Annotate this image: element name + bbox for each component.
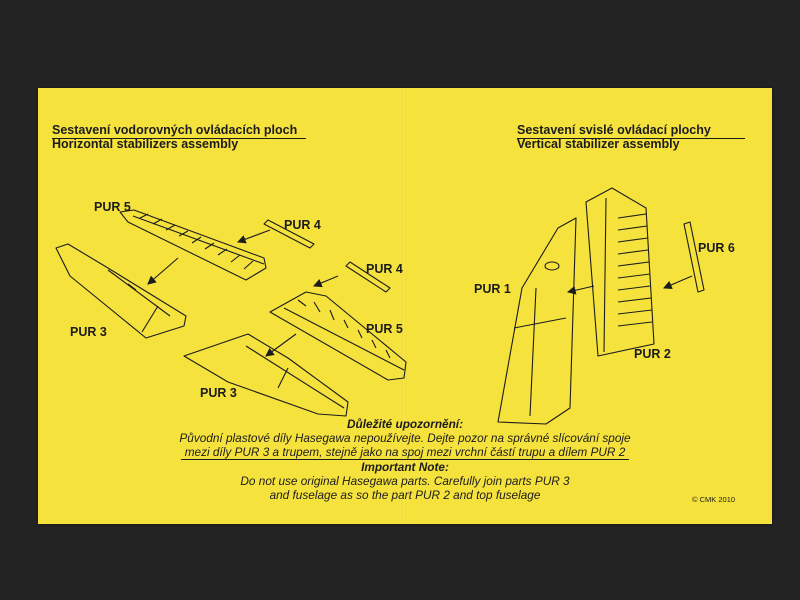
sheet-fold	[402, 88, 404, 524]
note-english-line2: and fuselage as so the part PUR 2 and to…	[269, 488, 541, 502]
label-pur1: PUR 1	[474, 282, 511, 296]
heading-underline	[517, 138, 745, 139]
label-pur2: PUR 2	[634, 347, 671, 361]
vertical-stabilizer-heading: Sestavení svislé ovládací plochy Vertica…	[517, 123, 711, 151]
label-pur6: PUR 6	[698, 241, 735, 255]
assembly-drawing	[55, 187, 705, 425]
elevator-pur5-mid	[269, 291, 407, 381]
label-pur3-left: PUR 3	[70, 325, 107, 339]
elevator-pur5-top	[119, 209, 267, 281]
horizontal-stabilizer-heading: Sestavení vodorovných ovládacích ploch H…	[52, 123, 297, 151]
trim-strip-pur4-a	[263, 219, 315, 249]
label-pur4-a: PUR 4	[284, 218, 321, 232]
heading-underline	[52, 138, 306, 139]
important-note: Důležité upozornění: Původní plastové dí…	[100, 417, 710, 502]
note-title-english: Important Note:	[361, 460, 449, 474]
heading-english: Vertical stabilizer assembly	[517, 137, 680, 151]
rudder-pur2	[585, 187, 655, 357]
heading-czech: Sestavení vodorovných ovládacích ploch	[52, 123, 298, 137]
instruction-sheet: Sestavení vodorovných ovládacích ploch H…	[38, 88, 772, 524]
note-czech-line2: mezi díly PUR 3 a trupem, stejně jako na…	[180, 445, 630, 460]
trim-strip-pur6	[683, 221, 705, 293]
stabilizer-pur3-bottom	[183, 333, 349, 417]
label-pur5-mid: PUR 5	[366, 322, 403, 336]
trim-strip-pur4-b	[345, 261, 391, 293]
note-czech-line1: Původní plastové díly Hasegawa nepoužíve…	[179, 431, 631, 445]
label-pur4-b: PUR 4	[366, 262, 403, 276]
label-pur3-bottom: PUR 3	[200, 386, 237, 400]
label-pur5-top: PUR 5	[94, 200, 131, 214]
stabilizer-pur3-left	[55, 243, 187, 339]
note-title-czech: Důležité upozornění:	[347, 417, 463, 431]
heading-czech: Sestavení svislé ovládací plochy	[517, 123, 711, 137]
copyright-text: © CMK 2010	[692, 495, 736, 504]
heading-english: Horizontal stabilizers assembly	[52, 137, 239, 151]
fin-pur1	[497, 217, 577, 425]
note-english-line1: Do not use original Hasegawa parts. Care…	[240, 474, 570, 488]
